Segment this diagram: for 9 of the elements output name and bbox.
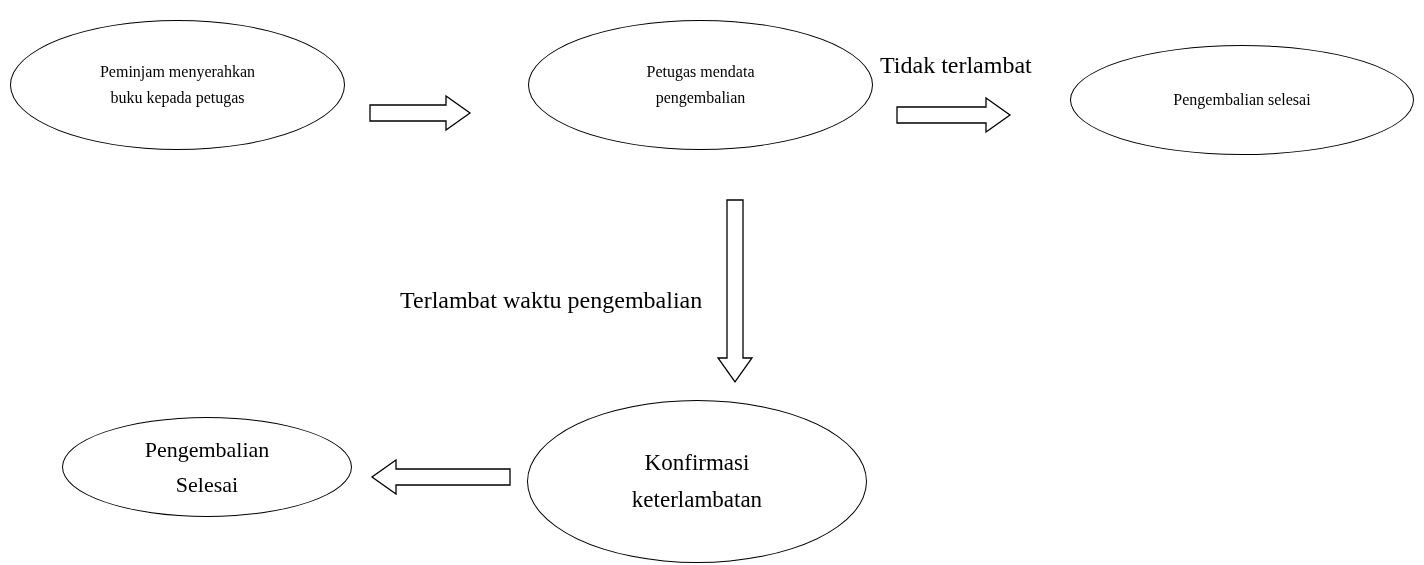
node-text: Pengembalian Selesai [143,435,271,499]
node-text: Petugas mendata pengembalian [645,62,756,109]
block-arrow [369,94,472,132]
block-arrow [370,458,511,496]
node-text: Peminjam menyerahkan buku kepada petugas [98,62,257,109]
node-text: Pengembalian selesai [1173,90,1311,111]
node-text: Konfirmasi keterlambatan [630,448,764,514]
block-arrow [716,199,754,384]
block-arrow [896,96,1012,134]
